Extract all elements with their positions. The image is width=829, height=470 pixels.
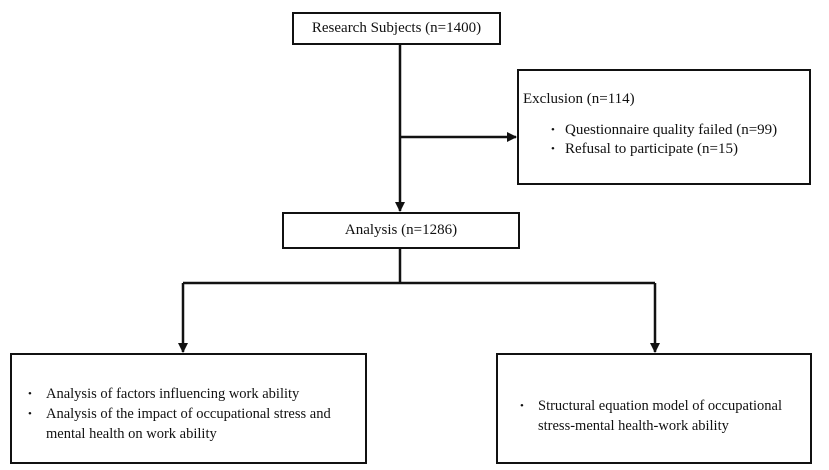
analysis-box: Analysis (n=1286) xyxy=(282,212,520,249)
exclusion-item: • Questionnaire quality failed (n=99) xyxy=(551,121,777,140)
exclusion-item-text: Refusal to participate (n=15) xyxy=(565,141,738,157)
left-outcome-box: • Analysis of factors influencing work a… xyxy=(10,353,367,464)
research-subjects-label: Research Subjects (n=1400) xyxy=(311,20,482,36)
right-outcome-item: • Structural equation model of occupatio… xyxy=(520,396,810,436)
analysis-label: Analysis (n=1286) xyxy=(344,222,458,238)
exclusion-list: • Questionnaire quality failed (n=99) • … xyxy=(551,121,777,159)
left-outcome-item-text: Analysis of the impact of occupational s… xyxy=(46,406,331,442)
left-outcome-list: • Analysis of factors influencing work a… xyxy=(28,384,365,444)
right-outcome-list: • Structural equation model of occupatio… xyxy=(520,396,810,436)
bullet-icon: • xyxy=(28,388,32,400)
exclusion-item-text: Questionnaire quality failed (n=99) xyxy=(565,122,778,138)
bullet-icon: • xyxy=(520,400,524,412)
right-outcome-box: • Structural equation model of occupatio… xyxy=(496,353,812,464)
exclusion-title: Exclusion (n=114) xyxy=(523,91,635,107)
bullet-icon: • xyxy=(551,124,555,136)
right-outcome-item-text: Structural equation model of occupationa… xyxy=(538,398,783,434)
bullet-icon: • xyxy=(551,143,555,155)
research-subjects-box: Research Subjects (n=1400) xyxy=(292,12,501,45)
bullet-icon: • xyxy=(28,408,32,420)
left-outcome-item: • Analysis of factors influencing work a… xyxy=(28,384,365,404)
exclusion-box: Exclusion (n=114) • Questionnaire qualit… xyxy=(517,69,811,185)
left-outcome-item-text: Analysis of factors influencing work abi… xyxy=(46,386,300,402)
exclusion-item: • Refusal to participate (n=15) xyxy=(551,140,777,159)
left-outcome-item: • Analysis of the impact of occupational… xyxy=(28,404,365,444)
